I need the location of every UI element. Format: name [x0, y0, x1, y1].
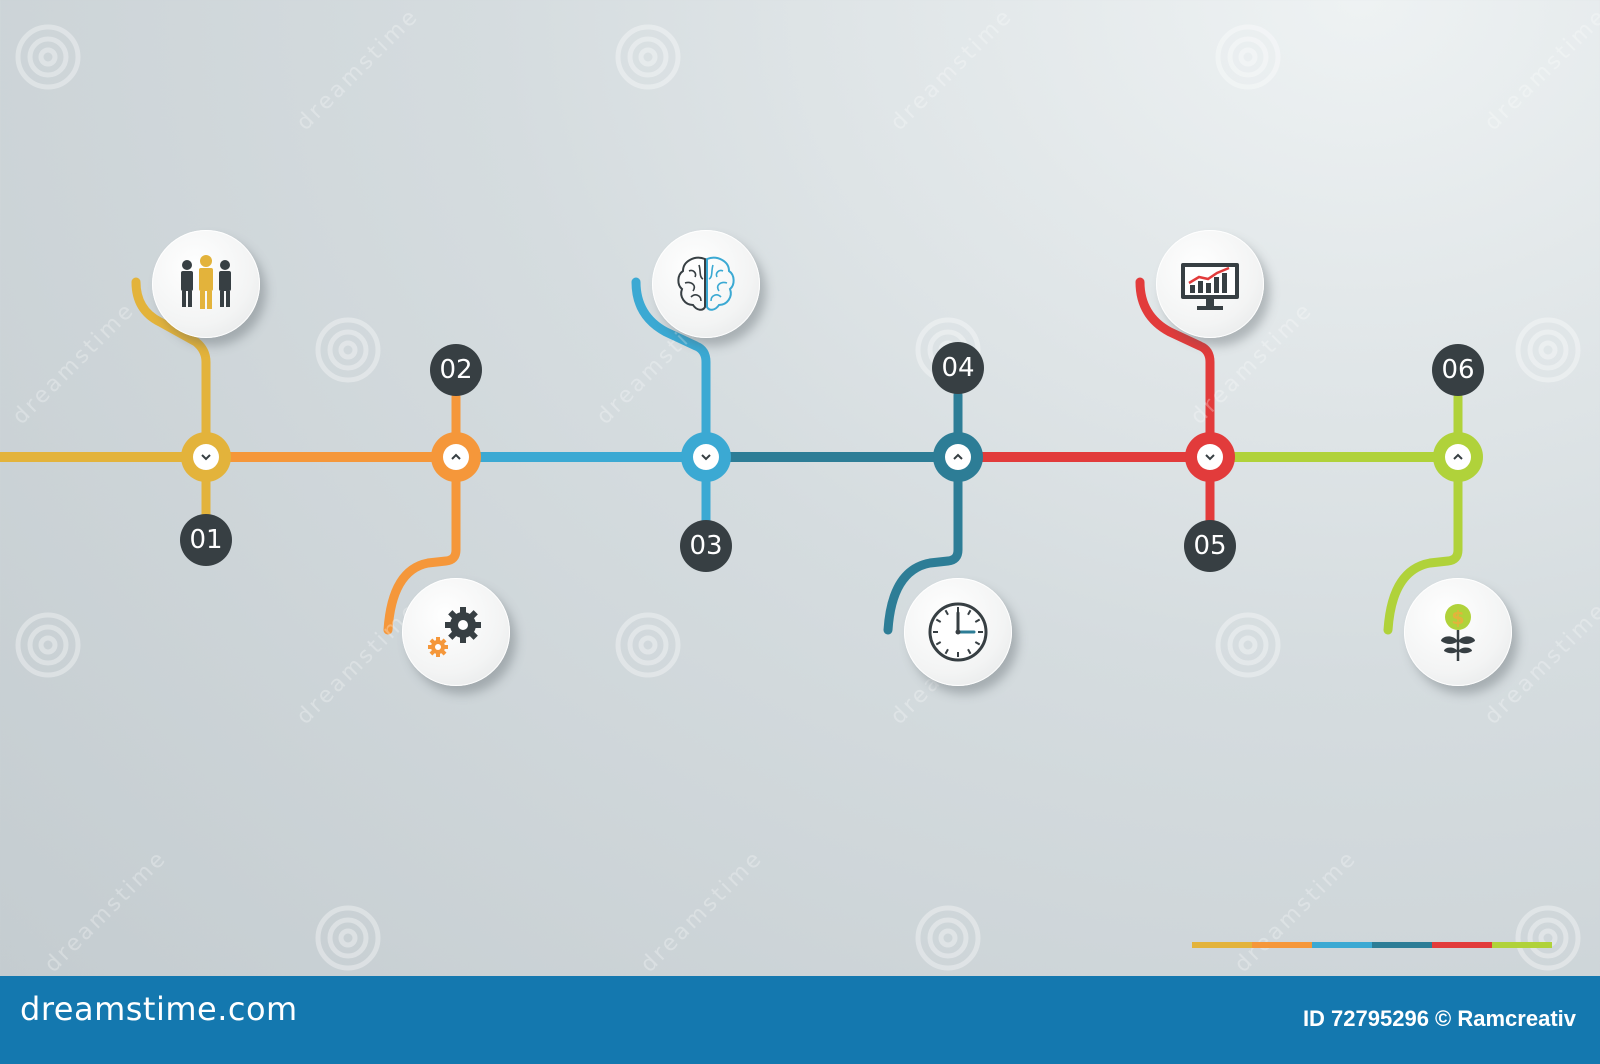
chevron-up-icon	[451, 453, 461, 460]
monitor-chart-icon	[1181, 263, 1239, 310]
footer-credit: ID 72795296 © Ramcreativ	[1302, 1006, 1576, 1031]
branch-05	[1135, 277, 1215, 550]
timeline-lines	[0, 24, 1581, 971]
timeline-node-05	[1185, 432, 1235, 482]
people-icon	[181, 255, 231, 309]
timeline-node-03	[681, 432, 731, 482]
timeline-infographic: dreamstime dreamstime dreamstime dreamst…	[0, 24, 1581, 971]
clock-icon	[928, 602, 988, 662]
color-strip-segment	[1252, 942, 1312, 948]
timeline-node-02	[431, 432, 481, 482]
chevron-down-icon	[701, 454, 711, 461]
step-number-02: 02	[430, 344, 482, 396]
color-strip-segment	[1432, 942, 1492, 948]
gears-icon	[428, 607, 481, 657]
branch-03	[631, 277, 711, 550]
step-03-icon-badge	[652, 230, 760, 338]
color-strip-segment	[1372, 942, 1432, 948]
money-plant-icon: $	[1441, 604, 1475, 661]
step-number-01: 01	[180, 514, 232, 566]
footer-bar: dreamstime.com ID 72795296 © Ramcreativ	[0, 976, 1600, 1064]
chevron-down-icon	[1205, 454, 1215, 461]
step-01-icon-badge	[152, 230, 260, 338]
color-strip-segment	[1492, 942, 1552, 948]
timeline-node-06	[1433, 432, 1483, 482]
branch-01	[131, 277, 211, 545]
color-strip-segment	[1312, 942, 1372, 948]
timeline-node-01	[181, 432, 231, 482]
step-number-03: 03	[680, 520, 732, 572]
chevron-down-icon	[201, 454, 211, 461]
step-05-icon-badge	[1156, 230, 1264, 338]
branch-06	[1383, 392, 1463, 635]
step-04-icon-badge	[904, 578, 1012, 686]
brain-icon	[677, 256, 735, 311]
color-strip-segment	[1192, 942, 1252, 948]
color-strip	[1192, 942, 1552, 948]
watermark-logos	[15, 24, 1581, 971]
step-number-06: 06	[1432, 344, 1484, 396]
branch-02	[383, 392, 461, 635]
step-number-05: 05	[1184, 520, 1236, 572]
footer-brand[interactable]: dreamstime.com	[20, 990, 298, 1028]
chevron-up-icon	[1453, 453, 1463, 460]
timeline-node-04	[933, 432, 983, 482]
dollar-symbol: $	[1451, 607, 1464, 629]
branch-04	[883, 390, 963, 635]
step-06-icon-badge: $	[1404, 578, 1512, 686]
chevron-up-icon	[953, 453, 963, 460]
step-number-04: 04	[932, 342, 984, 394]
step-02-icon-badge	[402, 578, 510, 686]
